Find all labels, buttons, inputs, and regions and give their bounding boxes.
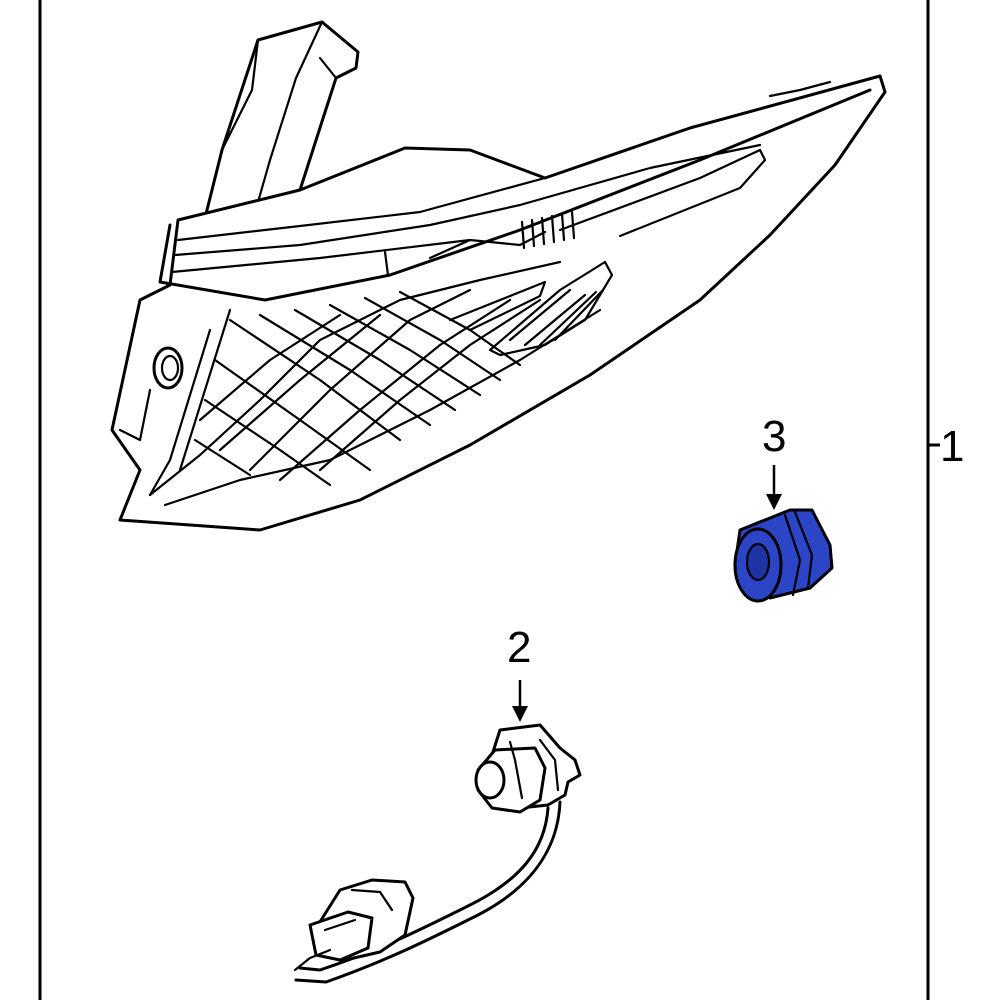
callout-label-3: 3 bbox=[762, 412, 786, 461]
socket-wire-harness[interactable] bbox=[293, 723, 582, 984]
callout-arrows bbox=[512, 465, 782, 722]
tail-lamp-assembly[interactable] bbox=[110, 20, 887, 532]
lamp-lens-grid bbox=[193, 288, 542, 487]
grommet-part-3[interactable] bbox=[733, 508, 834, 603]
callout-label-2: 2 bbox=[507, 623, 531, 672]
diagram-frame bbox=[38, 0, 940, 1000]
callout-label-1: 1 bbox=[940, 422, 964, 471]
lamp-side-grill bbox=[448, 260, 614, 357]
